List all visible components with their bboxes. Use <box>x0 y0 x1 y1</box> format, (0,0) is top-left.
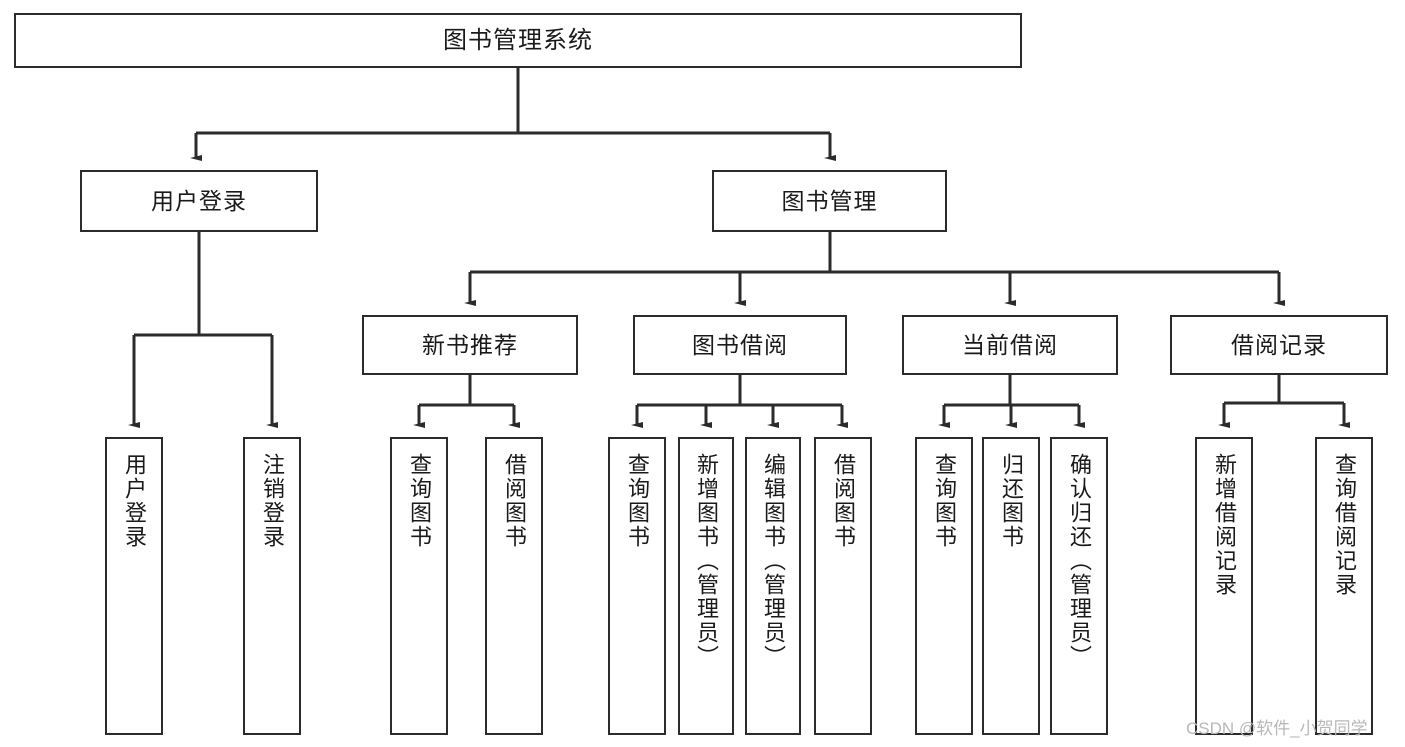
node-label: 当前借阅 <box>962 331 1058 358</box>
leaf-borrow-add-book-admin[interactable]: 新增图书（管理员） <box>678 437 734 735</box>
leaf-current-confirm-return-admin[interactable]: 确认归还（管理员） <box>1050 437 1108 735</box>
node-label: 查询图书 <box>624 453 650 549</box>
leaf-recommend-borrow-book[interactable]: 借阅图书 <box>485 437 543 735</box>
node-label: 借阅记录 <box>1231 331 1327 358</box>
node-label: 查询图书 <box>406 453 432 549</box>
node-label: 查询图书 <box>931 453 957 549</box>
node-label: 借阅图书 <box>830 453 856 549</box>
leaf-record-query-borrow-record[interactable]: 查询借阅记录 <box>1315 437 1373 735</box>
node-label: 用户登录 <box>121 453 147 549</box>
node-label: 编辑图书（管理员） <box>760 453 786 669</box>
node-current-borrow[interactable]: 当前借阅 <box>902 315 1118 375</box>
node-label: 图书借阅 <box>692 331 788 358</box>
leaf-recommend-query-book[interactable]: 查询图书 <box>390 437 448 735</box>
leaf-borrow-borrow-book[interactable]: 借阅图书 <box>814 437 872 735</box>
node-label: 图书管理 <box>781 187 878 214</box>
node-borrow-record[interactable]: 借阅记录 <box>1170 315 1388 375</box>
node-label: 新增图书（管理员） <box>693 453 719 669</box>
leaf-user-login[interactable]: 用户登录 <box>105 437 163 735</box>
leaf-current-return-book[interactable]: 归还图书 <box>982 437 1040 735</box>
leaf-record-add-borrow-record[interactable]: 新增借阅记录 <box>1195 437 1253 735</box>
node-label: 借阅图书 <box>501 453 527 549</box>
node-label: 新增借阅记录 <box>1211 453 1237 597</box>
leaf-user-logout[interactable]: 注销登录 <box>243 437 301 735</box>
node-label: 注销登录 <box>259 453 285 549</box>
node-new-book-recommend[interactable]: 新书推荐 <box>362 315 578 375</box>
watermark-text: CSDN @软件_小贺同学 <box>1186 719 1368 738</box>
node-book-borrow[interactable]: 图书借阅 <box>633 315 847 375</box>
node-user-login[interactable]: 用户登录 <box>80 170 318 232</box>
node-label: 归还图书 <box>998 453 1024 549</box>
node-label: 用户登录 <box>151 187 247 214</box>
leaf-borrow-query-book[interactable]: 查询图书 <box>608 437 666 735</box>
node-label: 图书管理系统 <box>443 26 593 54</box>
node-label: 新书推荐 <box>422 331 518 358</box>
node-label: 确认归还（管理员） <box>1066 453 1092 669</box>
node-root-system[interactable]: 图书管理系统 <box>14 13 1022 68</box>
node-label: 查询借阅记录 <box>1331 453 1357 597</box>
leaf-borrow-edit-book-admin[interactable]: 编辑图书（管理员） <box>745 437 801 735</box>
node-book-management[interactable]: 图书管理 <box>712 170 947 232</box>
leaf-current-query-book[interactable]: 查询图书 <box>915 437 973 735</box>
